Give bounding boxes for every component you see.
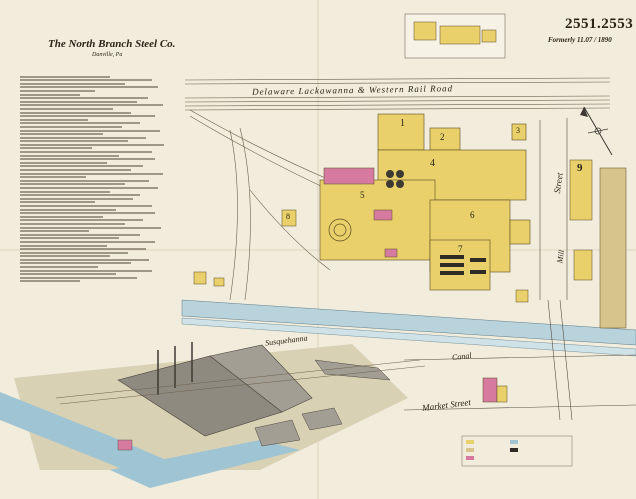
sheet-number: 2551.2553 [565, 16, 634, 32]
index-text-block [20, 74, 170, 284]
main-steel-works [319, 113, 531, 291]
outbuildings [193, 159, 593, 303]
building-number: 9 [577, 162, 583, 174]
susquehanna-river [181, 299, 636, 357]
map-title: The North Branch Steel Co. [48, 38, 176, 50]
building-number: 4 [430, 158, 435, 169]
building-number: 5 [360, 190, 365, 200]
long-shed [599, 167, 627, 329]
formerly-note: Formerly 11.07 / 1890 [548, 36, 612, 44]
building-number: 7 [458, 244, 463, 254]
building-number: 3 [516, 126, 520, 135]
map-subtitle: Danville, Pa [92, 52, 123, 58]
street-lines [403, 118, 636, 421]
compass-rose-icon [580, 106, 613, 156]
top-inset [404, 13, 506, 59]
railroad-spur [189, 109, 331, 301]
street-label-mill: Mill [555, 249, 567, 264]
building-number: 6 [470, 210, 475, 220]
map-legend [461, 435, 573, 467]
building-number: 2 [440, 132, 445, 142]
railroad-tracks [184, 77, 611, 111]
building-number: 8 [286, 212, 290, 221]
building-number: 1 [400, 118, 405, 129]
birds-eye-view [0, 342, 426, 488]
market-street-buildings [482, 377, 508, 403]
